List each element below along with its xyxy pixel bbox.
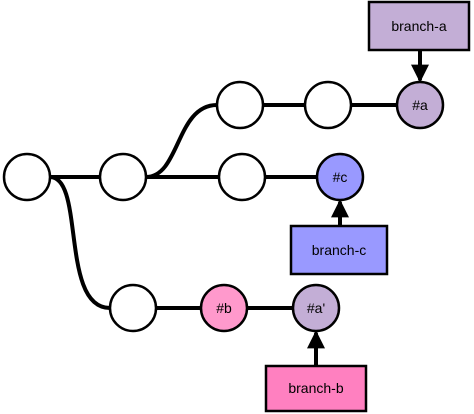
commit-node-b-circle [199,283,249,333]
commit-node-b[interactable]: #b [199,283,249,333]
branch-label-c-text: branch-c [312,242,366,258]
branch-label-a-text: branch-a [391,18,446,34]
commit-node-root[interactable] [2,152,52,202]
commit-node-top1[interactable] [215,80,265,130]
branch-label-a-box [367,0,471,52]
commit-node-c[interactable]: #c [315,152,365,202]
commit-node-b-label: #b [216,300,232,316]
commit-node-a-prime-label: #a' [307,300,325,316]
commit-node-a-circle [395,80,445,130]
branch-label-b[interactable]: branch-b [264,364,368,413]
branch-label-b-text: branch-b [288,380,343,396]
branch-label-b-box [264,364,368,413]
commit-node-low1[interactable] [108,283,158,333]
edge-n2-top1 [144,103,219,179]
branch-label-c[interactable]: branch-c [289,224,389,276]
branch-label-a[interactable]: branch-a [367,0,471,52]
commit-node-c-label: #c [333,169,348,185]
branch-labels: branch-a branch-c branch-b [264,0,471,413]
commit-node-c-circle [315,152,365,202]
commit-node-a-prime-circle [291,283,341,333]
commit-node-top2[interactable] [303,80,353,130]
commit-node-n2[interactable] [98,152,148,202]
branch-label-c-box [289,224,389,276]
commit-node-mid1[interactable] [217,152,267,202]
commit-node-a-label: #a [412,97,428,113]
edges [48,103,399,310]
nodes: #a #c #b #a' [2,80,445,333]
commit-node-a-prime[interactable]: #a' [291,283,341,333]
branch-arrows [307,48,429,368]
commit-node-a[interactable]: #a [395,80,445,130]
edge-root-low1 [48,175,112,310]
